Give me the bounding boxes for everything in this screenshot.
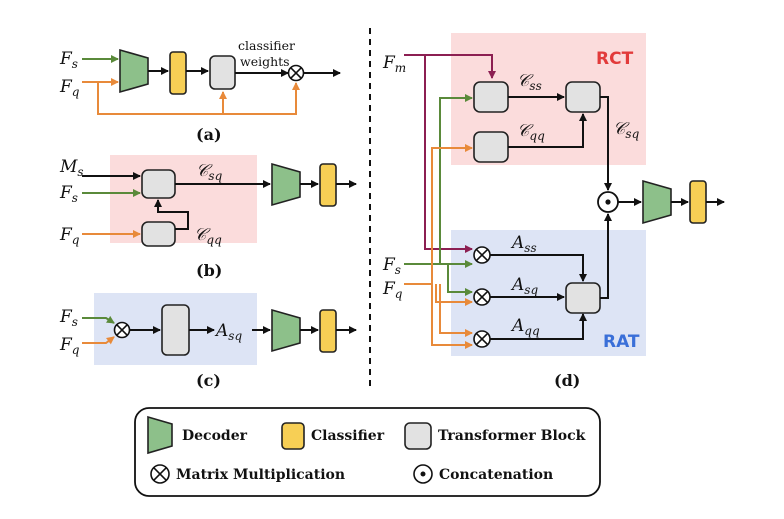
- panel-d-ass-label: Ass: [510, 233, 537, 255]
- rct-css-block: [473, 81, 509, 113]
- panel-b-transformer-block-top: [141, 169, 176, 199]
- panel-b-fs-label: Fs: [59, 183, 78, 205]
- panel-c-classifier-icon: [319, 309, 337, 353]
- rct-label: RCT: [596, 49, 634, 69]
- panel-b-fq-label: Fq: [59, 225, 80, 247]
- panel-c: Fs Fq Asq (c): [59, 293, 357, 390]
- panel-c-fs-label: Fs: [59, 307, 78, 329]
- panel-d-fm-arrow: [424, 55, 473, 253]
- panel-c-fq-label: Fq: [59, 335, 80, 357]
- panel-d-fq-label: Fq: [382, 279, 403, 301]
- legend-transformer-icon: [404, 422, 432, 450]
- rat-matmul-sq-icon: [473, 288, 491, 306]
- panel-b-decoder-icon: [271, 162, 301, 207]
- panel-a-fq-skip-arrow: [97, 82, 227, 115]
- panel-d-fs-arrow: [439, 94, 473, 264]
- panel-a-weights-line2: weights: [240, 54, 290, 69]
- panel-a-fq-skip-arrow: [223, 82, 300, 115]
- panel-b-classifier-icon: [319, 163, 337, 207]
- panel-a-fq-label: Fq: [59, 77, 80, 99]
- rct-csq-block: [565, 81, 601, 113]
- legend-decoder-label: Decoder: [182, 428, 248, 444]
- panel-a-decoder-icon: [119, 48, 149, 94]
- rat-label: RAT: [603, 332, 640, 352]
- legend-concat-label: Concatenation: [439, 467, 553, 483]
- panel-c-transformer-block: [161, 304, 190, 356]
- legend-matmul-label: Matrix Multiplication: [176, 467, 345, 483]
- rat-matmul-qq-icon: [473, 330, 491, 348]
- panel-b-caption: (b): [196, 261, 222, 280]
- panel-c-asq-label: Asq: [214, 321, 242, 343]
- panel-d-csq-arrow: [600, 96, 612, 191]
- panel-d-fq-arrow: [435, 284, 473, 306]
- panel-d: RCT RAT Fm Fs Fq 𝒞ss 𝒞qq 𝒞sq: [382, 33, 725, 390]
- panel-d-ass-arrow: [490, 254, 587, 282]
- panel-d-caption: (d): [554, 371, 580, 390]
- legend: Decoder Classifier Transformer Block Mat…: [134, 407, 601, 497]
- legend-matmul-icon: [150, 464, 170, 484]
- panel-d-aqq-label: Aqq: [510, 316, 540, 338]
- panel-a-caption: (a): [196, 125, 222, 144]
- legend-concat-icon: [413, 464, 433, 484]
- panel-c-caption: (c): [196, 371, 221, 390]
- panel-a-matmul-icon: [287, 64, 305, 82]
- panel-a-fs-label: Fs: [59, 49, 78, 71]
- panel-c-fq-arrow: [82, 336, 115, 345]
- panel-d-decoder-icon: [642, 179, 672, 225]
- panel-d-cqq-arrow: [508, 113, 587, 148]
- panel-b: Ms Fs Fq 𝒞qq 𝒞sq (b): [59, 155, 357, 280]
- concat-icon: [597, 191, 619, 213]
- legend-transformer-label: Transformer Block: [438, 428, 586, 444]
- legend-decoder-icon: [147, 415, 173, 455]
- panel-d-fs-arrow: [447, 264, 473, 296]
- panel-d-fm-arrow: [404, 54, 496, 79]
- panel-d-fs-label: Fs: [382, 255, 401, 277]
- panel-d-aqq-arrow: [490, 313, 587, 340]
- panel-b-ms-label: Ms: [59, 157, 84, 179]
- panel-a: Fs Fq classifier weights (a): [59, 38, 341, 144]
- rct-cqq-block: [473, 131, 509, 163]
- rat-matmul-ss-icon: [473, 246, 491, 264]
- panel-c-fs-arrow: [82, 315, 115, 324]
- panel-d-fq-arrow: [431, 144, 473, 284]
- panel-d-asq-label: Asq: [510, 275, 538, 297]
- rat-transformer-block: [565, 282, 601, 314]
- panel-a-transformer-block: [209, 55, 236, 90]
- panel-b-cqq-arrow: [154, 199, 189, 230]
- panel-d-fq-arrow: [439, 284, 473, 337]
- panel-c-decoder-icon: [271, 308, 301, 353]
- panel-b-transformer-block-bottom: [141, 221, 176, 247]
- panel-d-fm-label: Fm: [382, 53, 406, 75]
- panel-c-matmul-icon: [113, 321, 131, 339]
- panel-d-classifier-icon: [689, 180, 707, 224]
- panel-a-weights-line1: classifier: [238, 38, 295, 53]
- legend-box: [134, 407, 601, 497]
- legend-classifier-label: Classifier: [311, 428, 385, 444]
- panel-d-fq-arrow: [431, 284, 473, 349]
- legend-classifier-icon: [281, 422, 305, 450]
- panel-a-classifier-icon: [169, 51, 187, 95]
- panel-d-rat-output-arrow: [600, 213, 612, 299]
